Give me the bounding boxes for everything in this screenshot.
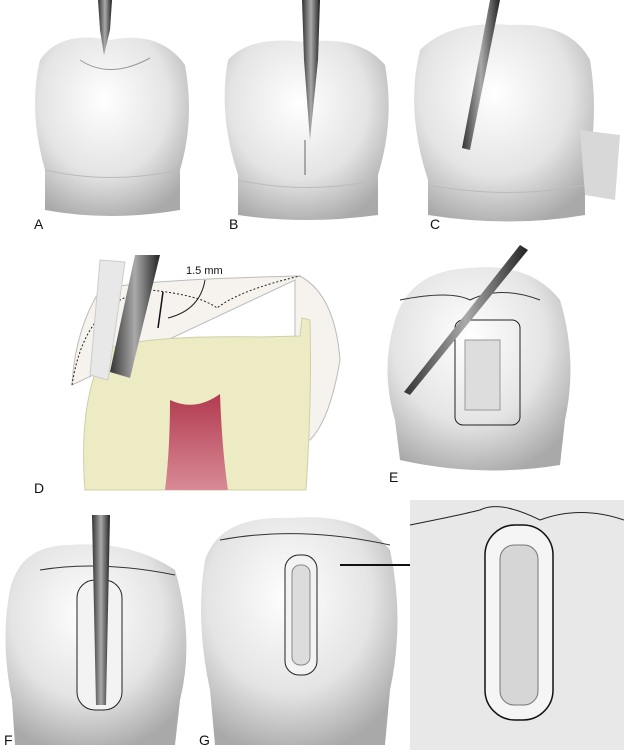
panel-a-tooth-photo: [35, 0, 189, 216]
bur-icon: [302, 0, 320, 140]
panel-label-f: F: [4, 732, 13, 748]
dentin: [83, 317, 311, 491]
panel-label-g: G: [199, 732, 210, 748]
panel-g-tooth-photo: [201, 517, 398, 745]
panel-g-inset-closeup: [409, 500, 624, 750]
panel-label-c: C: [430, 216, 441, 232]
panel-d-cross-section-diagram: [71, 255, 341, 491]
panel-label-d: D: [34, 480, 45, 496]
bur-icon: [98, 0, 112, 55]
bur-icon: [110, 255, 160, 378]
bur-icon: [404, 245, 528, 395]
panel-e-tooth-photo: [387, 245, 571, 471]
original-outline: [71, 275, 301, 386]
panel-b-tooth-photo: [224, 0, 389, 220]
depth-arrow: [157, 291, 164, 329]
leader-line: [167, 279, 206, 319]
panel-c-tooth-photo: [414, 0, 620, 222]
panel-label-a: A: [34, 216, 44, 232]
bur-icon: [462, 0, 500, 150]
pulp: [165, 394, 228, 490]
panel-label-b: B: [229, 216, 239, 232]
measurement-label: 1.5 mm: [186, 265, 223, 277]
panel-f-tooth-photo: [5, 515, 187, 745]
bur-icon: [92, 515, 110, 705]
panel-label-e: E: [389, 469, 399, 485]
